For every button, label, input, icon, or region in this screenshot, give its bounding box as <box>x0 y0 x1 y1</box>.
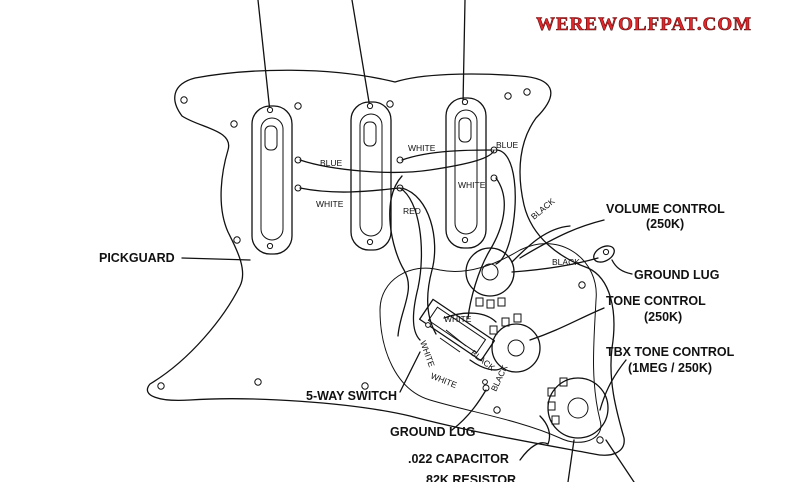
neck-pickup <box>251 105 293 255</box>
leader-tbx <box>599 359 627 411</box>
screw-hole <box>578 281 586 289</box>
wire-label-white-switch-side: WHITE <box>418 339 437 368</box>
wire-switch-black <box>469 359 503 371</box>
five-way-switch <box>418 298 496 385</box>
screw-hole <box>254 378 262 386</box>
leader-ground-bottom <box>451 389 487 431</box>
ground-lug-right <box>593 245 615 263</box>
wire-middle-return <box>399 187 423 341</box>
wire-bridge-blue <box>495 149 516 265</box>
label-tbx-value: (1MEG / 250K) <box>628 361 712 375</box>
wire-neck-blue <box>299 149 495 174</box>
wire-bridge-white <box>467 177 505 319</box>
label-pickguard: PICKGUARD <box>99 251 175 265</box>
label-tone-control: TONE CONTROL <box>606 294 706 308</box>
leader-pickguard <box>181 257 251 261</box>
wire-label-white-switch-bottom: WHITE <box>429 371 458 391</box>
control-cavity <box>379 243 602 443</box>
screw-hole <box>157 382 165 390</box>
label-resistor: 82K RESISTOR <box>426 473 516 482</box>
screw-hole <box>596 436 604 444</box>
label-tbx-tone-control: TBX TONE CONTROL <box>606 345 735 359</box>
middle-pickup <box>350 101 392 251</box>
wire-neck-white <box>299 187 401 193</box>
screw-hole <box>180 96 188 104</box>
tone-pot <box>489 313 541 373</box>
screw-hole <box>230 120 238 128</box>
screw-hole <box>504 92 512 100</box>
label-five-way-switch: 5-WAY SWITCH <box>306 389 397 403</box>
tbx-tone-pot <box>547 377 609 439</box>
label-volume-control: VOLUME CONTROL <box>606 202 725 216</box>
label-ground-lug-bottom: GROUND LUG <box>390 425 475 439</box>
leader-volume <box>519 219 605 259</box>
label-capacitor: .022 CAPACITOR <box>408 452 509 466</box>
solder-point <box>490 174 498 182</box>
screw-hole <box>361 382 369 390</box>
wire-label-red-mid: RED <box>403 206 421 216</box>
wire-black-lug <box>511 257 599 273</box>
leader-resistor <box>567 439 575 483</box>
wire-label-blue-left: BLUE <box>320 158 343 168</box>
brand-watermark: WEREWOLFPAT.COM <box>536 14 752 35</box>
label-volume-value: (250K) <box>646 217 684 231</box>
label-ground-lug-right: GROUND LUG <box>634 268 719 282</box>
label-tone-value: (250K) <box>644 310 682 324</box>
leader-ground-lug <box>611 259 633 275</box>
wire-label-blue-right: BLUE <box>496 140 519 150</box>
leader-five-way <box>399 351 421 393</box>
wire-label-black-lug: BLACK <box>552 257 580 267</box>
leader-tone <box>529 307 605 341</box>
neck-pickup-lead <box>257 0 271 113</box>
wire-white-loop <box>389 175 409 337</box>
wire-label-white-right: WHITE <box>458 180 486 190</box>
wire-middle-white <box>401 149 493 161</box>
screw-hole <box>233 236 241 244</box>
bridge-pickup <box>445 97 487 249</box>
wire-label-white-left: WHITE <box>316 199 344 209</box>
wire-switch-white-top <box>443 312 497 323</box>
wire-label-black-upper: BLACK <box>529 196 557 222</box>
screw-hole <box>294 102 302 110</box>
wire-label-white-mid-top: WHITE <box>408 143 436 153</box>
screw-hole <box>386 100 394 108</box>
screw-hole <box>493 406 501 414</box>
bridge-pickup-lead <box>462 0 466 105</box>
leader-capacitor <box>519 442 549 461</box>
capacitor-body <box>539 415 551 445</box>
leader-tbx-bottom <box>605 439 635 483</box>
wire-black-upper <box>511 225 571 263</box>
wire-label-white-switch-top: WHITE <box>444 314 472 324</box>
middle-pickup-lead <box>351 0 371 109</box>
screw-hole <box>523 88 531 96</box>
pickguard-outline <box>146 69 625 456</box>
